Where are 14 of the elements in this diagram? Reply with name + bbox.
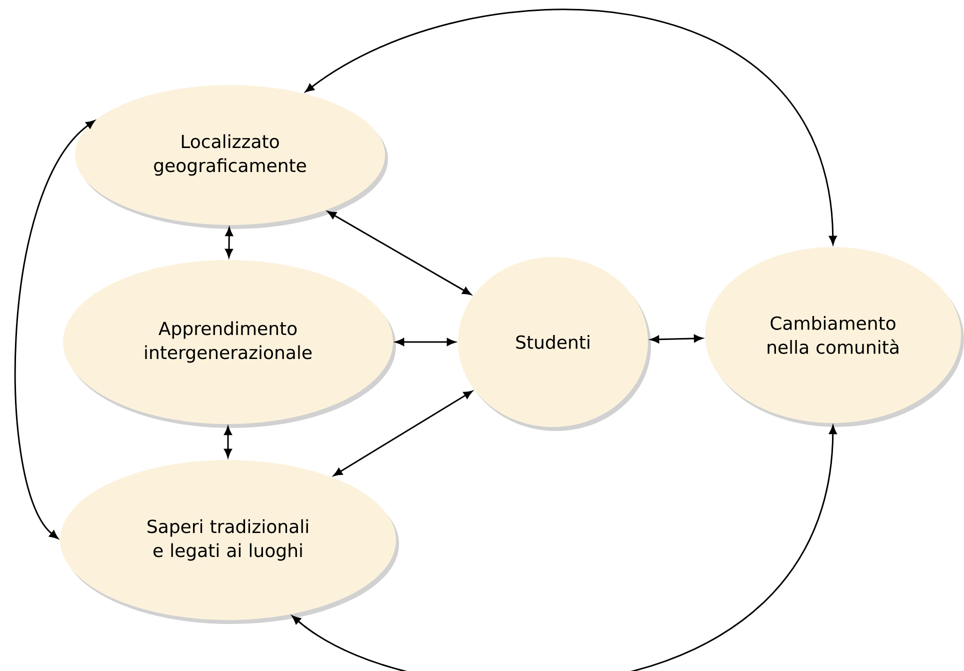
arrow bbox=[224, 426, 232, 458]
arrow bbox=[327, 210, 472, 296]
arrow bbox=[292, 425, 837, 671]
arrow bbox=[395, 338, 456, 346]
arrow bbox=[305, 8, 837, 245]
ellipse-node: Apprendimento intergenerazionale bbox=[63, 260, 396, 428]
arrow bbox=[225, 227, 234, 258]
ellipse-node: Studenti bbox=[458, 256, 651, 431]
arrow bbox=[14, 120, 95, 539]
arrow bbox=[650, 334, 703, 344]
ellipse-node: Localizzato geograficamente bbox=[75, 85, 388, 229]
arrow bbox=[333, 390, 473, 476]
ellipse-node: Cambiamento nella comunità bbox=[705, 247, 964, 427]
ellipse-node: Saperi tradizionali e legati ai luoghi bbox=[60, 460, 399, 624]
